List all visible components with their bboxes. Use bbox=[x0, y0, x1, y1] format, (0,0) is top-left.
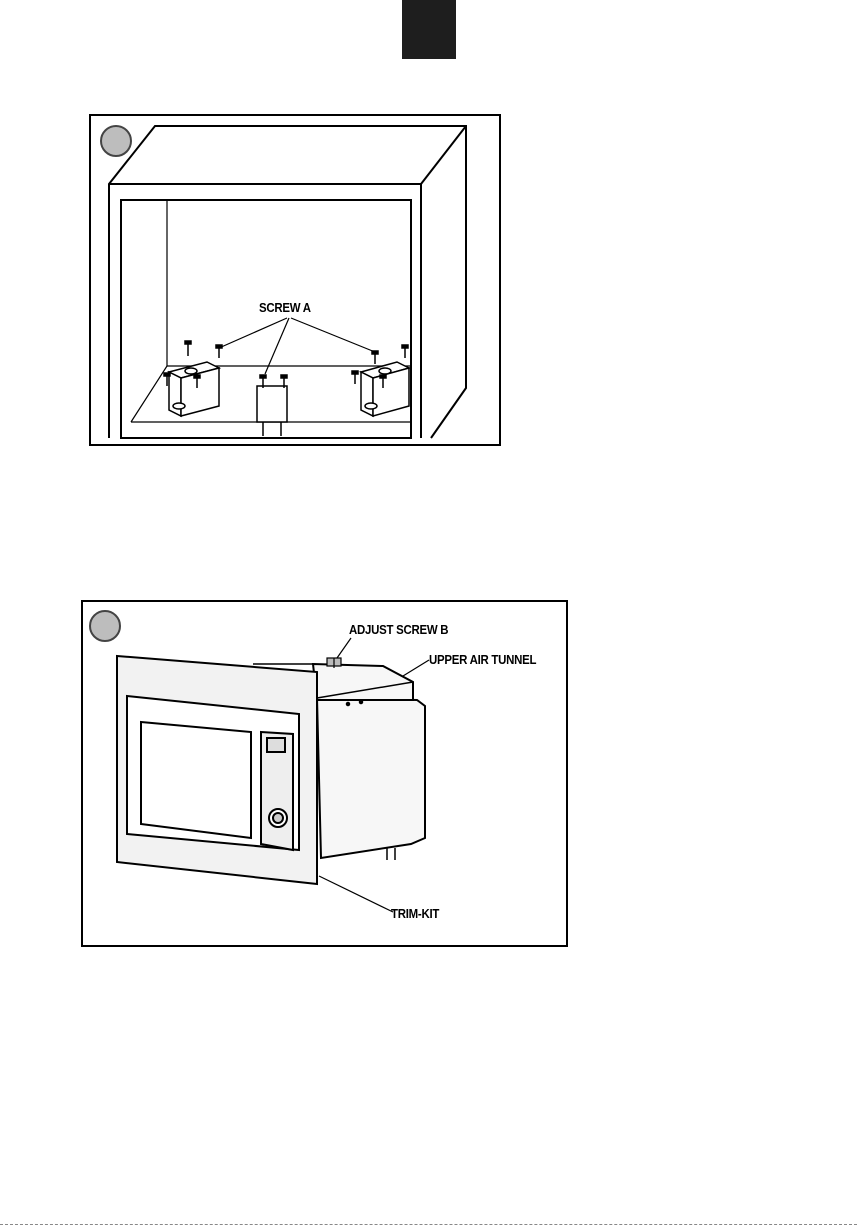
language-tab bbox=[402, 0, 456, 59]
figure-cabinet-screws: SCREW A bbox=[89, 114, 501, 446]
upper-air-tunnel-label: UPPER AIR TUNNEL bbox=[429, 652, 536, 667]
cabinet-illustration bbox=[91, 116, 499, 444]
adjust-screw-b-label: ADJUST SCREW B bbox=[349, 622, 448, 637]
trim-kit-label: TRIM-KIT bbox=[391, 906, 439, 921]
screw-a-label: SCREW A bbox=[259, 300, 311, 315]
page-bottom-rule bbox=[0, 1224, 857, 1225]
figure-trim-kit-install: ADJUST SCREW B UPPER AIR TUNNEL TRIM-KIT bbox=[81, 600, 568, 947]
